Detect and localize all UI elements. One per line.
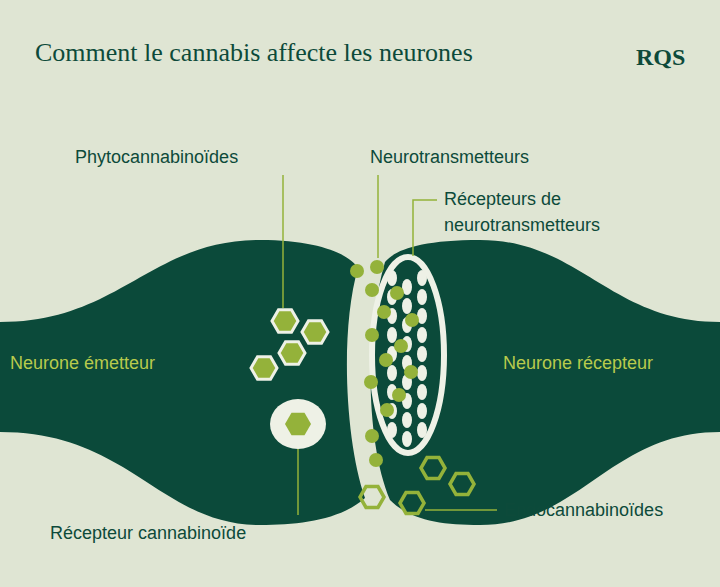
neuron-label: Neurone émetteur — [10, 353, 155, 374]
neuron-label: Neurone récepteur — [503, 353, 653, 374]
neurotransmitter — [370, 260, 384, 274]
receptor-site — [417, 327, 427, 343]
neurotransmitter — [390, 286, 404, 300]
phytocannabinoid — [272, 310, 298, 333]
neuron-body — [371, 240, 720, 525]
neurotransmitter — [404, 365, 418, 379]
neurotransmitter — [364, 375, 378, 389]
receptor-site — [387, 365, 397, 381]
part-label: Récepteur cannabinoïde — [50, 520, 246, 546]
receptor-site — [402, 298, 412, 314]
receptor-membrane — [372, 257, 444, 453]
receptor-site — [402, 412, 412, 428]
phytocannabinoid — [279, 342, 305, 365]
receptor-site — [417, 422, 427, 438]
leader-line — [425, 509, 497, 511]
neurotransmitter — [365, 429, 379, 443]
neurotransmitter — [365, 328, 379, 342]
receptor-site — [417, 384, 427, 400]
receptor-ligand — [285, 413, 311, 436]
leader-line — [282, 175, 284, 308]
receptor-site — [387, 270, 397, 286]
neurotransmitter — [405, 313, 419, 327]
phytocannabinoid — [251, 357, 277, 380]
phytocannabinoid — [302, 321, 328, 344]
neurotransmitter — [392, 388, 406, 402]
receptor-site — [387, 422, 397, 438]
neuron-body — [0, 240, 365, 525]
leader-line — [377, 175, 379, 258]
receptor-site — [417, 270, 427, 286]
cannabinoid-receptor — [270, 399, 326, 449]
neurotransmitter — [379, 353, 393, 367]
receptor-site — [417, 403, 427, 419]
diagram-title: Comment le cannabis affecte les neurones — [35, 38, 473, 68]
brand-logo: RQS — [636, 44, 685, 71]
receptor-site — [417, 289, 427, 305]
receptor-site — [402, 431, 412, 447]
neuron-shape: Neurone récepteur — [355, 230, 720, 530]
receptor-site — [417, 365, 427, 381]
neuron-shape: Neurone émetteur — [0, 230, 380, 530]
neuron-outline — [0, 230, 380, 530]
neurotransmitter — [369, 453, 383, 467]
receptor-site — [387, 327, 397, 343]
neurotransmitter — [394, 339, 408, 353]
neurotransmitter — [377, 305, 391, 319]
neurotransmitter — [380, 403, 394, 417]
receptor-site — [417, 346, 427, 362]
part-label: Phytocannabinoïdes — [75, 144, 238, 170]
part-label: Endocannabinoïdes — [504, 497, 663, 523]
part-label: Neurotransmetteurs — [370, 144, 529, 170]
neurotransmitter — [365, 283, 379, 297]
neuron-outline — [355, 230, 720, 530]
part-label: Récepteurs de neurotransmetteurs — [444, 186, 669, 238]
leader-line — [297, 449, 299, 515]
neurotransmitter — [350, 264, 364, 278]
